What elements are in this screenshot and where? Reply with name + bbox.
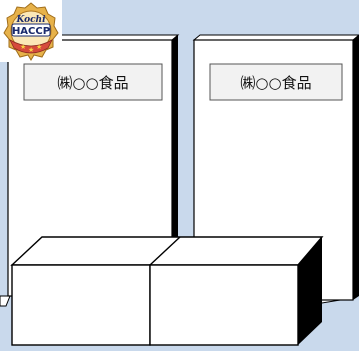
front-box <box>10 236 324 346</box>
product-label-box <box>209 63 343 101</box>
front-box-face-right <box>149 264 299 346</box>
svg-text:HACCP: HACCP <box>12 26 50 37</box>
product-label-box <box>23 63 163 101</box>
front-box-top <box>10 236 324 266</box>
product-label-text: ㈱○○食品 <box>240 74 311 92</box>
svg-text:Kochi: Kochi <box>15 15 46 25</box>
front-box-face-left <box>11 264 151 346</box>
product-label-text: ㈱○○食品 <box>57 74 128 92</box>
front-box-side <box>298 237 322 345</box>
svg-text:★: ★ <box>36 43 42 51</box>
svg-text:★: ★ <box>20 43 26 51</box>
kochi-haccp-badge: Kochi HACCP ★ ★ ★ <box>0 0 62 62</box>
floor-shadow-left <box>0 295 11 307</box>
svg-text:★: ★ <box>28 46 34 54</box>
